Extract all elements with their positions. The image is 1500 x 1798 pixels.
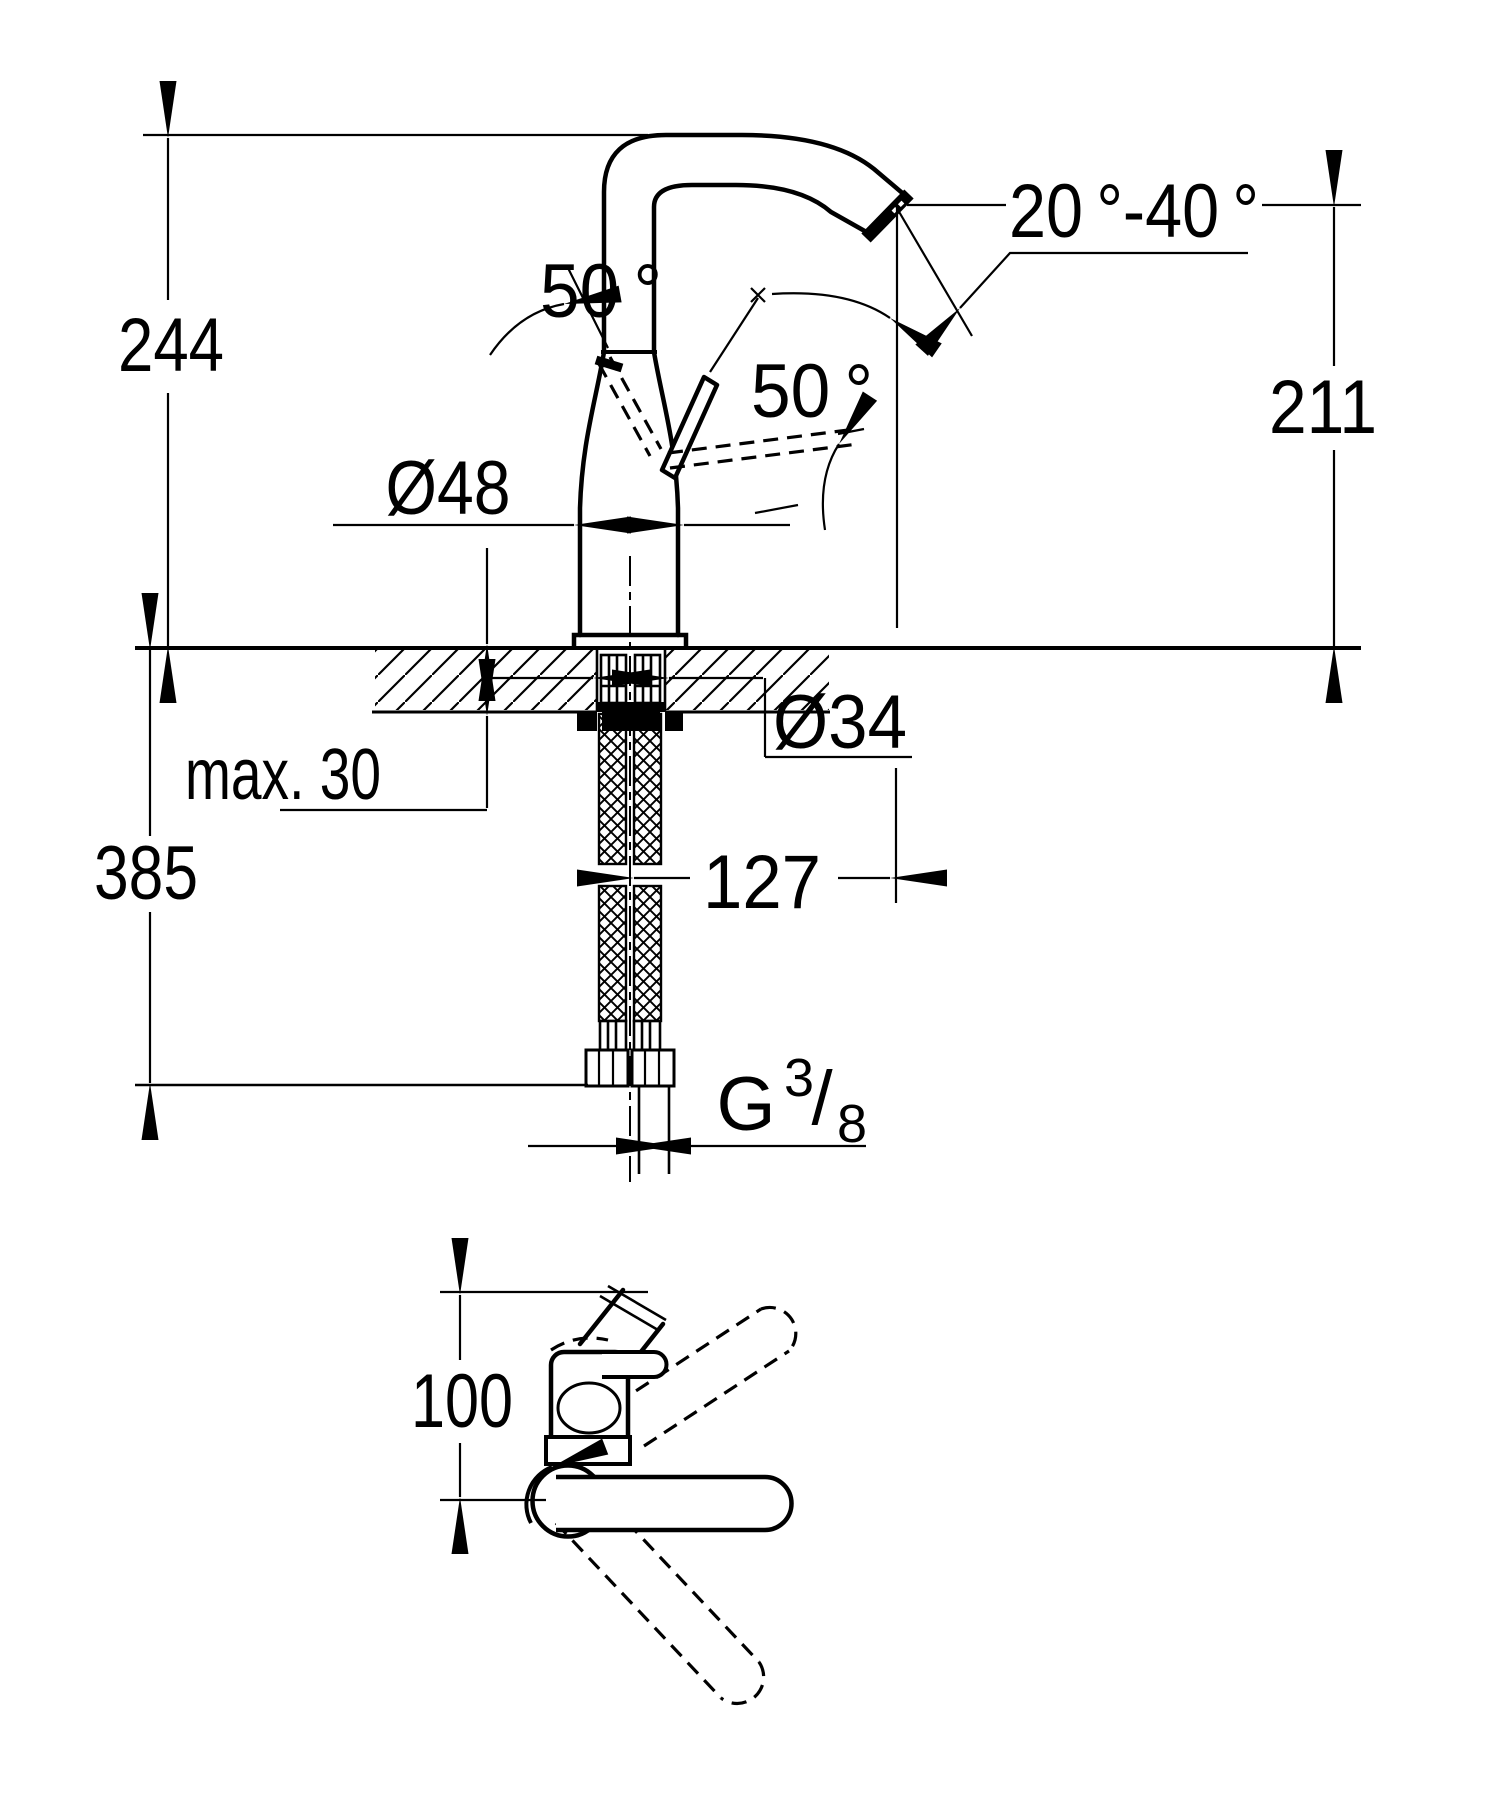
outlet-height-label: 211: [1269, 365, 1377, 450]
axis-marker: [750, 287, 766, 303]
short-ray: [754, 503, 799, 515]
hole-diameter-label: Ø34: [773, 680, 907, 765]
outlet-angle-label: 20 °-40 °: [1009, 169, 1259, 254]
housing-collar: [544, 1435, 632, 1466]
break-mark-b: [599, 1294, 659, 1332]
lever-angle-right-label: 50 °: [751, 349, 873, 434]
angle-ray: [897, 209, 973, 337]
spout-outer-edge: [601, 132, 910, 355]
dim-deck-thickness: max. 30: [185, 548, 496, 815]
lever-closed-dashed-b: [608, 356, 663, 450]
hose-left-upper: [597, 712, 628, 866]
spout-swivel-dashed: [615, 1305, 798, 1448]
thread-slash: /: [811, 1056, 833, 1141]
lever-pin: [602, 1350, 669, 1379]
hose-end-nuts: [584, 1048, 676, 1088]
dim-outlet-height: 211: [1262, 150, 1377, 703]
body-housing: [544, 1349, 669, 1466]
lever-ext-line: [567, 267, 609, 349]
annot-lever-angle-top: 50 °: [489, 249, 942, 373]
lever-closed-cap: [594, 355, 624, 373]
lever-horizontal-dashed-bottom: [669, 442, 859, 470]
hose-left-lower: [597, 884, 628, 1023]
lever-angle-top-label: 50 °: [540, 249, 662, 334]
thread-denominator: 8: [837, 1094, 867, 1154]
deck-thickness-label: max. 30: [185, 735, 381, 815]
hose-right-lower: [632, 884, 663, 1023]
dim-spout-reach: 127: [577, 840, 947, 925]
body-diameter-label: Ø48: [386, 446, 511, 531]
mounting-assembly: [577, 556, 683, 1182]
lever-swivel-dashed: [554, 1485, 766, 1706]
dim-below-deck: 385: [94, 593, 588, 1140]
overall-height-label: 244: [118, 303, 224, 388]
plan-view: 100: [411, 1238, 798, 1706]
dim-hole-diameter: Ø34: [492, 669, 912, 765]
housing-dome: [556, 1381, 622, 1435]
arc-arrow-left: [489, 285, 622, 356]
annot-outlet-angle: 20 °-40 °: [894, 169, 1259, 903]
dim-spout-offset: 100: [411, 1238, 648, 1554]
annot-lever-angle-right: 50 °: [751, 349, 878, 531]
lever-plan: [556, 1474, 794, 1533]
hose-collars: [598, 1019, 662, 1052]
lever-horizontal-dashed-top: [667, 427, 857, 455]
spout-reach-label: 127: [703, 840, 821, 925]
dim-overall-height: 244: [118, 81, 648, 703]
counter-hatch-right: [665, 650, 829, 710]
spout-inner-edge: [651, 182, 873, 355]
thread-letter: G: [716, 1062, 775, 1147]
arc-arrow-up: [821, 391, 878, 531]
body-right-edge: [651, 349, 681, 638]
spout-offset-label: 100: [411, 1359, 513, 1444]
lever-closed-dashed-a: [597, 363, 652, 457]
outlet-notch: [891, 199, 906, 214]
below-deck-label: 385: [94, 831, 198, 916]
hidden-edge-top: [550, 1336, 609, 1352]
leader-b: [915, 251, 1248, 356]
faucet-outline: [571, 132, 914, 650]
counter-hatch-left: [375, 650, 597, 710]
lever-axis-line: [709, 297, 759, 373]
swivel-arc-arrow: [524, 1438, 609, 1524]
hose-right-upper: [632, 712, 663, 866]
dim-body-diameter: Ø48: [333, 446, 790, 534]
arc-arrow-right: [771, 292, 942, 358]
nut-slit-right: [660, 712, 665, 731]
thread-numerator: 3: [784, 1048, 814, 1108]
dim-thread: G 3 / 8: [528, 1048, 867, 1155]
side-view: 244 211 20 °-40 ° 50 °: [94, 81, 1377, 1182]
